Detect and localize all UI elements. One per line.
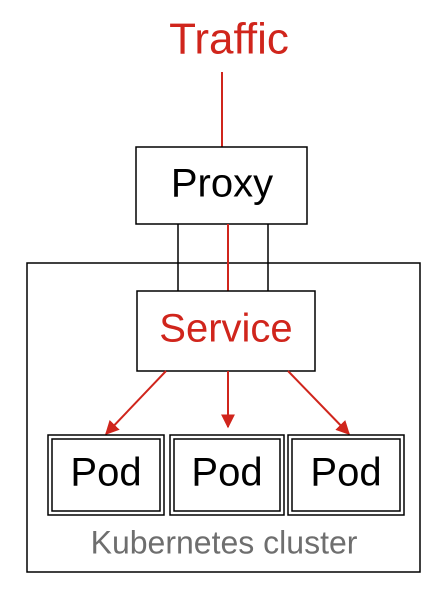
pod-box-1-inner: [51, 438, 161, 512]
cluster-label: Kubernetes cluster: [91, 524, 358, 560]
service-to-pod-1-arrow: [105, 370, 167, 436]
pod-box-3-inner: [291, 438, 401, 512]
pod-box-2: [169, 434, 285, 516]
pod-label-1: Pod: [70, 451, 141, 495]
traffic-label: Traffic: [169, 15, 289, 64]
pod-label-3: Pod: [310, 451, 381, 495]
service-to-pod-3-arrow: [287, 370, 350, 436]
proxy-box: [135, 146, 308, 225]
pod-box-1: [47, 434, 165, 516]
proxy-label: Proxy: [171, 162, 273, 206]
service-box: [136, 290, 316, 372]
pod-box-3: [287, 434, 405, 516]
service-label: Service: [159, 307, 292, 351]
cluster-box: [26, 262, 421, 573]
pod-label-2: Pod: [191, 451, 262, 495]
pod-box-2-inner: [173, 438, 281, 512]
